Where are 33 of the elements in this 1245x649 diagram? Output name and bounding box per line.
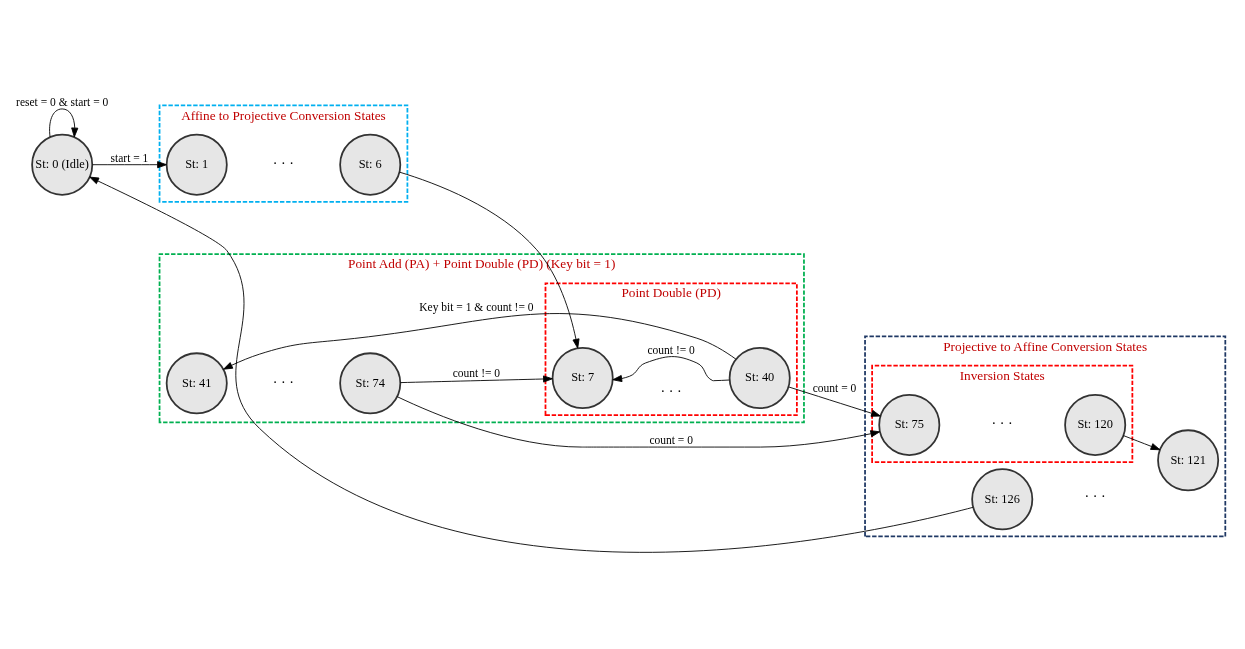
arrow <box>92 161 167 169</box>
label: · · · <box>1084 487 1106 504</box>
label: · · · <box>272 373 295 390</box>
edge-label: Key bit = 1 & count != 0 <box>419 301 534 314</box>
arrow <box>223 313 737 370</box>
node-circle: St: 7 <box>551 347 614 409</box>
arrow <box>612 356 730 383</box>
node-circle: St: 40 <box>728 347 791 409</box>
arrow <box>788 386 881 417</box>
edge-label: count != 0 <box>452 366 501 379</box>
node-circle: St: 1 <box>165 133 228 196</box>
edge-label: count != 0 <box>647 343 695 356</box>
label: · · · <box>272 155 295 172</box>
node-circle: St: 120 <box>1064 393 1127 456</box>
node-circle: St: 41 <box>165 352 228 415</box>
label: · · · <box>991 415 1013 432</box>
node-circle: St: 121 <box>1157 429 1220 492</box>
arrow <box>89 176 974 553</box>
arrow <box>399 171 580 349</box>
node-circle: St: 74 <box>339 352 402 415</box>
node-circle: St: 75 <box>878 393 941 456</box>
arrow <box>49 108 79 138</box>
edge-label: count = 0 <box>649 433 693 446</box>
arrow <box>399 375 553 384</box>
edge-label: start = 1 <box>110 151 149 164</box>
arrow <box>396 396 881 448</box>
label: · · · <box>660 382 682 399</box>
node-circle: St: 0 (Idle) <box>31 133 94 196</box>
node-circle: St: 6 <box>339 133 402 196</box>
edge-label: reset = 0 & start = 0 <box>16 95 109 108</box>
node-circle: St: 126 <box>971 468 1034 531</box>
edge-label: count = 0 <box>812 381 857 394</box>
arrow <box>1122 435 1161 451</box>
